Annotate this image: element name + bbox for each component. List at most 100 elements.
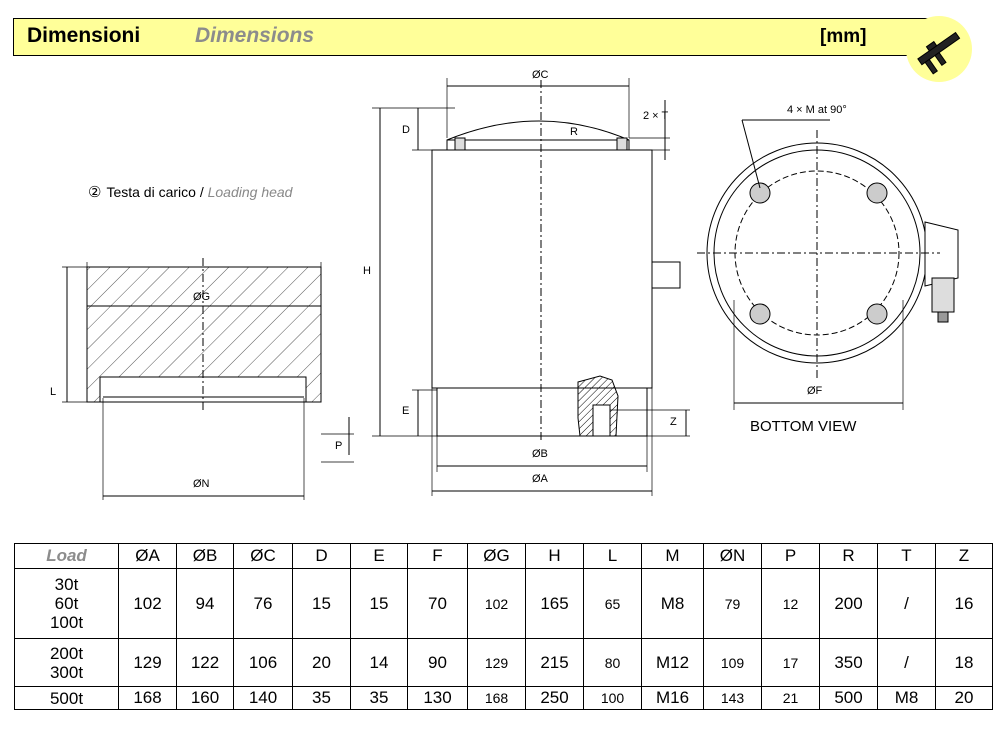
table-cell: 160 <box>176 686 234 710</box>
table-header-row: Load ØA ØB ØC D E F ØG H L M ØN P R T Z <box>14 543 993 569</box>
bottom-view-drawing <box>697 119 959 410</box>
table-cell: / <box>877 568 936 639</box>
table-cell: M16 <box>641 686 704 710</box>
load-cell: 30t 60t 100t <box>14 568 119 639</box>
load-value: 30t <box>54 575 79 594</box>
table-cell: 100 <box>583 686 642 710</box>
header-z: Z <box>935 543 993 569</box>
table-cell: M8 <box>877 686 936 710</box>
header-og: ØG <box>467 543 526 569</box>
header-load: Load <box>14 543 119 569</box>
table-cell: 109 <box>703 638 762 687</box>
header-l: L <box>583 543 642 569</box>
dim-e: E <box>402 405 410 417</box>
table-cell: 16 <box>935 568 993 639</box>
table-cell: M8 <box>641 568 704 639</box>
header-f: F <box>407 543 468 569</box>
table-cell: 20 <box>292 638 351 687</box>
caliper-icon <box>906 16 972 82</box>
table-row: 500t 168 160 140 35 35 130 168 250 100 M… <box>14 686 993 710</box>
load-value: 60t <box>54 594 79 613</box>
header-p: P <box>761 543 820 569</box>
table-cell: 76 <box>233 568 293 639</box>
technical-drawing: ØC ØG ØB ØA ØN ØF D H E R 2 × T L P Z 4 … <box>0 60 1005 530</box>
section-header: Dimensioni Dimensions [mm] <box>13 18 931 56</box>
bottom-view-label: BOTTOM VIEW <box>750 418 857 435</box>
table-cell: 102 <box>118 568 177 639</box>
table-cell: 65 <box>583 568 642 639</box>
dim-holes: 4 × M at 90° <box>787 104 847 116</box>
table-cell: / <box>877 638 936 687</box>
note-italian: Testa di carico / <box>106 184 204 200</box>
table-cell: 79 <box>703 568 762 639</box>
loading-head-drawing <box>62 258 354 500</box>
side-view-drawing <box>372 78 690 496</box>
header-m: M <box>641 543 704 569</box>
table-cell: 250 <box>525 686 584 710</box>
note-english: Loading head <box>207 184 293 200</box>
dim-r: R <box>570 126 578 138</box>
header-d: D <box>292 543 351 569</box>
dim-l: L <box>50 386 57 398</box>
table-cell: 500 <box>819 686 878 710</box>
dimensions-table: Load ØA ØB ØC D E F ØG H L M ØN P R T Z … <box>14 543 993 710</box>
load-value: 200t <box>49 643 84 663</box>
table-cell: 102 <box>467 568 526 639</box>
header-ob: ØB <box>176 543 234 569</box>
header-oc: ØC <box>233 543 293 569</box>
table-cell: 129 <box>118 638 177 687</box>
dimension-drawing-svg <box>62 78 959 500</box>
table-cell: 15 <box>292 568 351 639</box>
title-italian: Dimensioni <box>27 24 141 47</box>
header-on: ØN <box>703 543 762 569</box>
table-cell: 20 <box>935 686 993 710</box>
table-cell: 35 <box>292 686 351 710</box>
table-row: 30t 60t 100t 102 94 76 15 15 70 102 165 … <box>14 568 993 639</box>
table-cell: 106 <box>233 638 293 687</box>
table-cell: 168 <box>118 686 177 710</box>
dim-of: ØF <box>807 385 823 397</box>
dim-oc: ØC <box>532 69 549 81</box>
table-cell: 17 <box>761 638 820 687</box>
dim-ob: ØB <box>532 448 548 460</box>
unit-label: [mm] <box>820 26 867 47</box>
dim-p: P <box>335 440 343 452</box>
note-number: ② <box>88 184 102 201</box>
table-cell: 18 <box>935 638 993 687</box>
header-h: H <box>525 543 584 569</box>
load-value: 500t <box>49 688 84 708</box>
table-cell: 165 <box>525 568 584 639</box>
dim-on: ØN <box>193 478 210 490</box>
table-cell: 15 <box>350 568 408 639</box>
header-oa: ØA <box>118 543 177 569</box>
table-cell: 200 <box>819 568 878 639</box>
table-cell: 80 <box>583 638 642 687</box>
table-cell: 14 <box>350 638 408 687</box>
table-cell: 12 <box>761 568 820 639</box>
load-cell: 200t 300t <box>14 638 119 687</box>
dim-z: Z <box>670 416 677 428</box>
table-cell: 140 <box>233 686 293 710</box>
table-cell: 35 <box>350 686 408 710</box>
table-cell: 215 <box>525 638 584 687</box>
dim-oa: ØA <box>532 473 548 485</box>
header-t: T <box>877 543 936 569</box>
table-cell: 21 <box>761 686 820 710</box>
table-cell: 350 <box>819 638 878 687</box>
table-cell: 122 <box>176 638 234 687</box>
header-r: R <box>819 543 878 569</box>
load-cell: 500t <box>14 686 119 710</box>
table-cell: 94 <box>176 568 234 639</box>
header-e: E <box>350 543 408 569</box>
dim-og: ØG <box>193 291 211 303</box>
table-cell: 130 <box>407 686 468 710</box>
table-cell: 129 <box>467 638 526 687</box>
dim-d: D <box>402 124 410 136</box>
load-value: 100t <box>49 613 84 632</box>
dim-h: H <box>363 265 371 277</box>
table-cell: 143 <box>703 686 762 710</box>
table-cell: 168 <box>467 686 526 710</box>
load-value: 300t <box>49 662 84 682</box>
table-cell: M12 <box>641 638 704 687</box>
